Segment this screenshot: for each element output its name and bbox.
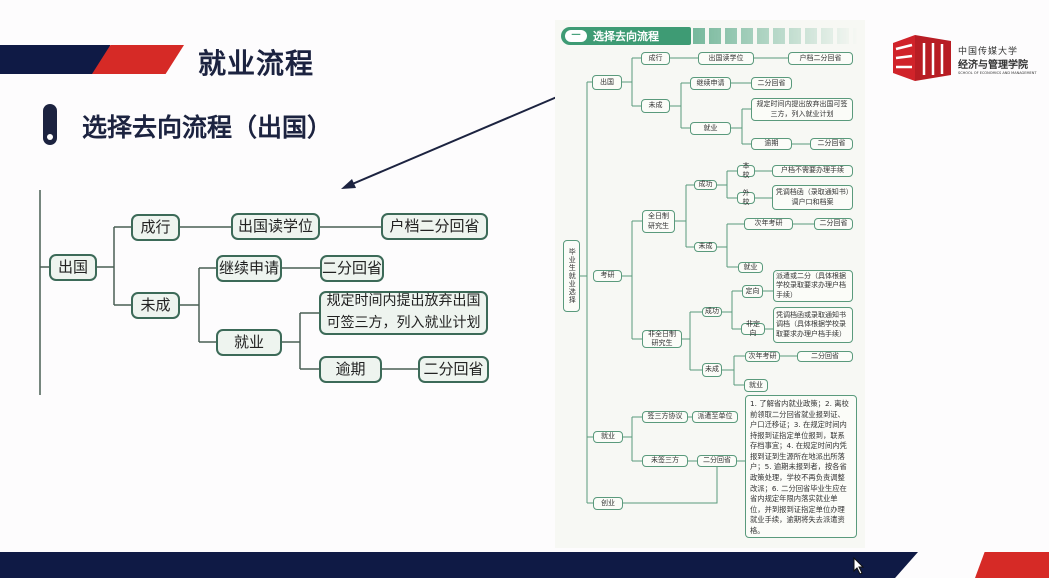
ref-root: 毕业生就业选择 — [563, 240, 580, 312]
ref-pt-directed-note: 派遣或二分（具体根据学校录取要求办理户档手续） — [773, 270, 853, 302]
ref-employment: 就业 — [593, 431, 623, 443]
ref-employment-notes: 1. 了解省内就业政策；2. 离校前领取二分回省就业报到证、户口迁移证；3. 在… — [745, 395, 857, 538]
ref-overdue: 逾期 — [751, 138, 792, 150]
logo-college-name: 经济与管理学院 — [958, 60, 1028, 71]
ref-kaoyan: 考研 — [593, 270, 622, 282]
ref-pt-directed: 定向 — [742, 285, 763, 298]
ref-pt-fail: 未成 — [702, 363, 722, 377]
node-employment: 就业 — [216, 329, 282, 356]
ref-deadline-note: 规定时间内提出放弃出国可签三方，列入就业计划 — [751, 98, 853, 121]
ref-signed: 签三方协议 — [642, 411, 688, 423]
pointer-arrow-icon — [341, 87, 579, 189]
left-diagram-connectors — [39, 87, 579, 395]
node-return-province: 二分回省 — [320, 255, 384, 282]
ref-ft-fail: 未成 — [694, 242, 717, 252]
ref-unsigned: 未签三方 — [642, 455, 688, 467]
node-overdue: 逾期 — [319, 356, 382, 383]
ref-employment-return: 二分回省 — [697, 455, 737, 467]
ref-overdue-return: 二分回省 — [810, 138, 853, 150]
ref-ft-employment: 就业 — [738, 262, 763, 273]
ref-parttime: 非全日制研究生 — [642, 330, 682, 348]
ref-ft-other-school-note: 凭调档函（录取通知书）调户口和档案 — [772, 185, 853, 210]
node-hukou-return: 户档二分回省 — [381, 213, 488, 240]
ref-abroad-success: 成行 — [641, 52, 670, 65]
node-success: 成行 — [131, 214, 180, 241]
footer-band-red — [975, 552, 1049, 578]
ref-dispatch: 派遣至单位 — [692, 411, 738, 423]
ref-fulltime: 全日制研究生 — [642, 210, 675, 233]
ref-pt-non-directed-note: 凭调档函或录取通知书调档（具体根据学校录取要求办理户档手续） — [773, 307, 853, 343]
ref-study-abroad: 出国读学位 — [698, 52, 754, 65]
ref-abroad-fail: 未成 — [641, 99, 670, 113]
header-stripes — [693, 28, 858, 44]
logo-college-english: SCHOOL OF ECONOMICS AND MANAGEMENT — [958, 71, 1037, 75]
node-fail: 未成 — [131, 292, 180, 319]
ref-ft-success: 成功 — [694, 180, 717, 190]
ref-pt-next-year: 次年考研 — [745, 351, 780, 362]
right-diagram-connectors — [580, 57, 814, 504]
title-band-navy — [0, 45, 110, 74]
node-continue-apply: 继续申请 — [216, 255, 282, 282]
slide-subtitle: 选择去向流程（出国） — [82, 113, 333, 142]
ref-ft-next-year-return: 二分回省 — [814, 218, 853, 230]
ref-ft-own-school-note: 户档不需要办理手续 — [772, 165, 853, 177]
bullet-pill-icon — [43, 104, 57, 145]
node-abroad: 出国 — [49, 254, 97, 281]
reference-header: 一 选择去向流程 — [561, 27, 691, 45]
ref-return-province: 二分回省 — [751, 77, 792, 90]
mouse-cursor-icon — [853, 557, 865, 575]
ref-hukou-return: 户档二分回省 — [788, 52, 853, 65]
node-deadline-note: 规定时间内提出放弃出国 可签三方，列入就业计划 — [319, 291, 488, 335]
deadline-note-line2: 可签三方，列入就业计划 — [326, 315, 481, 331]
ref-startup: 创业 — [593, 497, 623, 510]
ref-abroad-employment: 就业 — [690, 122, 731, 135]
node-study-abroad: 出国读学位 — [231, 213, 320, 240]
footer-band-navy — [0, 552, 918, 578]
ref-ft-next-year: 次年考研 — [744, 218, 793, 230]
slide-title: 就业流程 — [198, 47, 315, 80]
ref-pt-non-directed: 非定向 — [741, 320, 765, 337]
logo-school-name: 中国传媒大学 — [958, 47, 1019, 57]
ref-continue-apply: 继续申请 — [690, 77, 731, 90]
ref-pt-employment: 就业 — [744, 379, 768, 392]
ref-abroad: 出国 — [592, 75, 622, 90]
ref-pt-success: 成功 — [702, 307, 722, 317]
ref-ft-other-school: 外校 — [737, 189, 755, 206]
header-number: 一 — [565, 30, 587, 42]
deadline-note-line1: 规定时间内提出放弃出国 — [326, 293, 481, 310]
header-text: 选择去向流程 — [593, 30, 659, 43]
ref-ft-own-school: 本校 — [737, 162, 755, 179]
ref-pt-next-year-return: 二分回省 — [797, 351, 853, 362]
node-overdue-return: 二分回省 — [418, 356, 489, 383]
school-logo-icon — [893, 35, 951, 81]
